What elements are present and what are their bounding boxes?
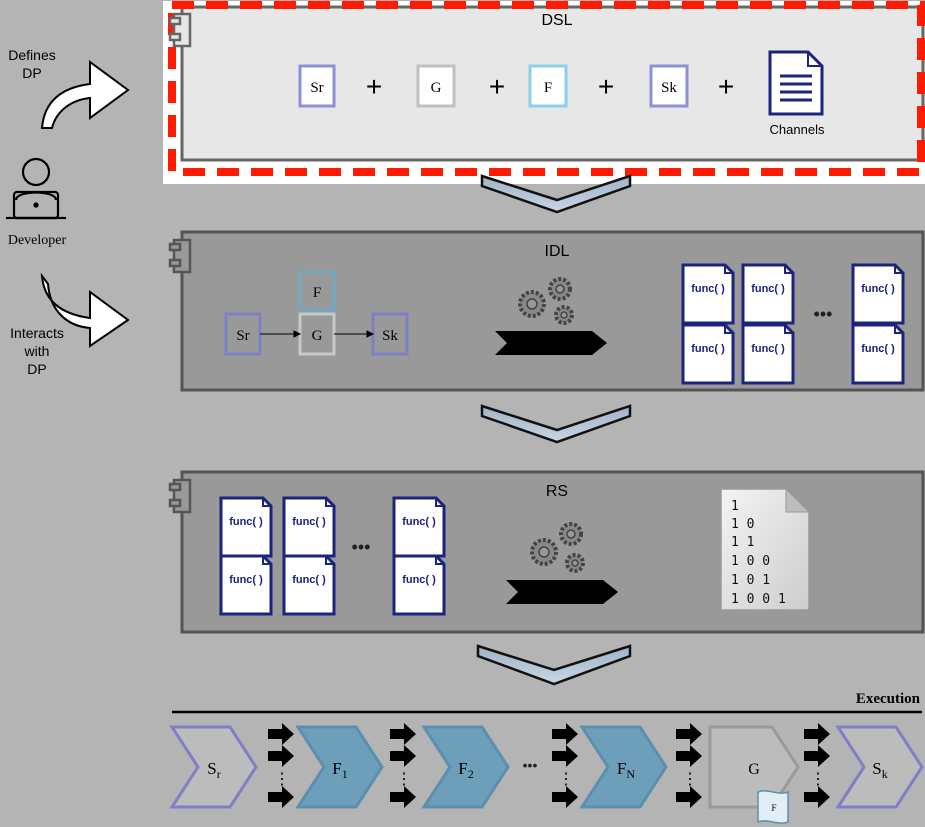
stage-f2-label: F2 bbox=[458, 759, 473, 781]
dsl-component: DSL Sr + G + F + Sk + Channels bbox=[163, 1, 925, 184]
plus-sign: + bbox=[489, 71, 505, 102]
channels-document-icon bbox=[768, 50, 824, 116]
dsl-g-box bbox=[416, 64, 456, 108]
func-label: func( ) bbox=[751, 343, 785, 355]
idl-g-label: G bbox=[312, 328, 323, 344]
plus-sign: + bbox=[598, 71, 614, 102]
developer-label: Developer bbox=[8, 233, 67, 248]
idl-f-box bbox=[298, 270, 336, 312]
flow-chevron-icon bbox=[476, 644, 632, 686]
dsl-sk-box bbox=[649, 64, 689, 108]
rs-title: RS bbox=[546, 483, 568, 500]
stage-sk bbox=[835, 725, 924, 809]
func-label: func( ) bbox=[402, 574, 436, 586]
process-banner-arrow bbox=[495, 331, 607, 355]
func-label: func( ) bbox=[691, 343, 725, 355]
stage-g bbox=[708, 725, 800, 809]
dsl-f-label: F bbox=[544, 80, 552, 96]
binary-line: 1 0 0 1 bbox=[731, 592, 786, 607]
binary-file-icon bbox=[720, 487, 811, 611]
execution-title: Execution bbox=[856, 691, 921, 707]
stage-sr-label: Sr bbox=[207, 759, 220, 781]
binary-line: 1 1 bbox=[731, 535, 754, 550]
ellipsis: ••• bbox=[352, 537, 371, 557]
dsl-g-label: G bbox=[431, 80, 442, 96]
stage-fn bbox=[579, 725, 668, 809]
dsl-highlight-border bbox=[168, 1, 925, 176]
component-icon bbox=[168, 478, 192, 514]
func-label: func( ) bbox=[292, 574, 326, 586]
gears-icon bbox=[518, 277, 574, 325]
stage-g-label: G bbox=[748, 761, 760, 778]
binary-line: 1 0 1 bbox=[731, 573, 770, 588]
func-label: func( ) bbox=[292, 516, 326, 528]
interacts-label-3: DP bbox=[27, 361, 46, 377]
func-label: func( ) bbox=[229, 574, 263, 586]
idl-sk-label: Sk bbox=[382, 328, 398, 344]
vdots: ⋮ bbox=[396, 771, 412, 788]
dsl-sr-label: Sr bbox=[310, 80, 323, 96]
idl-sr-label: Sr bbox=[236, 328, 249, 344]
stage-sr bbox=[169, 725, 258, 809]
func-label: func( ) bbox=[861, 283, 895, 295]
ellipsis: ••• bbox=[523, 757, 538, 773]
binary-line: 1 bbox=[731, 499, 739, 514]
idl-connector-arrows bbox=[260, 330, 375, 338]
func-label: func( ) bbox=[751, 283, 785, 295]
defines-dp-label-2: DP bbox=[22, 65, 41, 81]
vdots: ⋮ bbox=[558, 771, 574, 788]
process-banner-arrow bbox=[506, 580, 618, 604]
rs-component: RS func( ) func( ) func( ) func( ) func(… bbox=[168, 470, 925, 634]
dsl-f-box bbox=[528, 64, 568, 108]
idl-component: IDL F Sr G Sk fun bbox=[168, 230, 925, 392]
stage-fn-label: FN bbox=[617, 759, 635, 781]
stage-f2 bbox=[421, 725, 510, 809]
flow-chevron-icon bbox=[480, 174, 632, 214]
flow-chevron-icon bbox=[480, 404, 632, 444]
idl-sk-box bbox=[371, 312, 409, 356]
plus-sign: + bbox=[366, 71, 382, 102]
func-label: func( ) bbox=[861, 343, 895, 355]
vdots: ⋮ bbox=[274, 771, 290, 788]
binary-line: 1 0 bbox=[731, 517, 754, 532]
stage-f1 bbox=[295, 725, 384, 809]
stage-sk-label: Sk bbox=[872, 759, 887, 781]
dsl-title: DSL bbox=[541, 12, 572, 29]
gears-icon bbox=[530, 522, 585, 573]
interacts-arrow-icon bbox=[40, 272, 130, 348]
flag-label: F bbox=[771, 803, 776, 813]
func-label: func( ) bbox=[691, 283, 725, 295]
func-label: func( ) bbox=[229, 516, 263, 528]
channels-label: Channels bbox=[770, 122, 825, 137]
idl-title: IDL bbox=[545, 243, 570, 260]
component-icon bbox=[168, 238, 192, 274]
stage-f1-label: F1 bbox=[332, 759, 347, 781]
interacts-label-1: Interacts bbox=[10, 325, 64, 341]
binary-lines: 1 1 0 1 1 1 0 0 1 0 1 1 0 0 1 bbox=[731, 499, 786, 607]
execution-section: Execution Sr F1 F2 ••• FN G F Sk ⋮ bbox=[169, 691, 924, 824]
binary-line: 1 0 0 bbox=[731, 554, 770, 569]
dsl-sk-label: Sk bbox=[661, 80, 677, 96]
defines-arrow-icon bbox=[40, 60, 130, 129]
vdots: ⋮ bbox=[682, 771, 698, 788]
plus-sign: + bbox=[718, 71, 734, 102]
idl-sr-box bbox=[224, 312, 262, 356]
developer-laptop-icon bbox=[6, 157, 66, 220]
func-label: func( ) bbox=[402, 516, 436, 528]
defines-dp-label-1: Defines bbox=[8, 47, 55, 63]
interacts-label-2: with bbox=[24, 343, 50, 359]
developer-column: Defines DP Developer Interacts with DP bbox=[6, 47, 130, 377]
flag-icon bbox=[757, 790, 789, 824]
component-icon bbox=[168, 12, 192, 48]
vdots: ⋮ bbox=[810, 771, 826, 788]
ellipsis: ••• bbox=[814, 304, 833, 324]
idl-f-label: F bbox=[313, 285, 321, 301]
dsl-sr-box bbox=[298, 64, 336, 108]
channel-arrows: ⋮ ⋮ ⋮ ⋮ bbox=[268, 723, 830, 808]
